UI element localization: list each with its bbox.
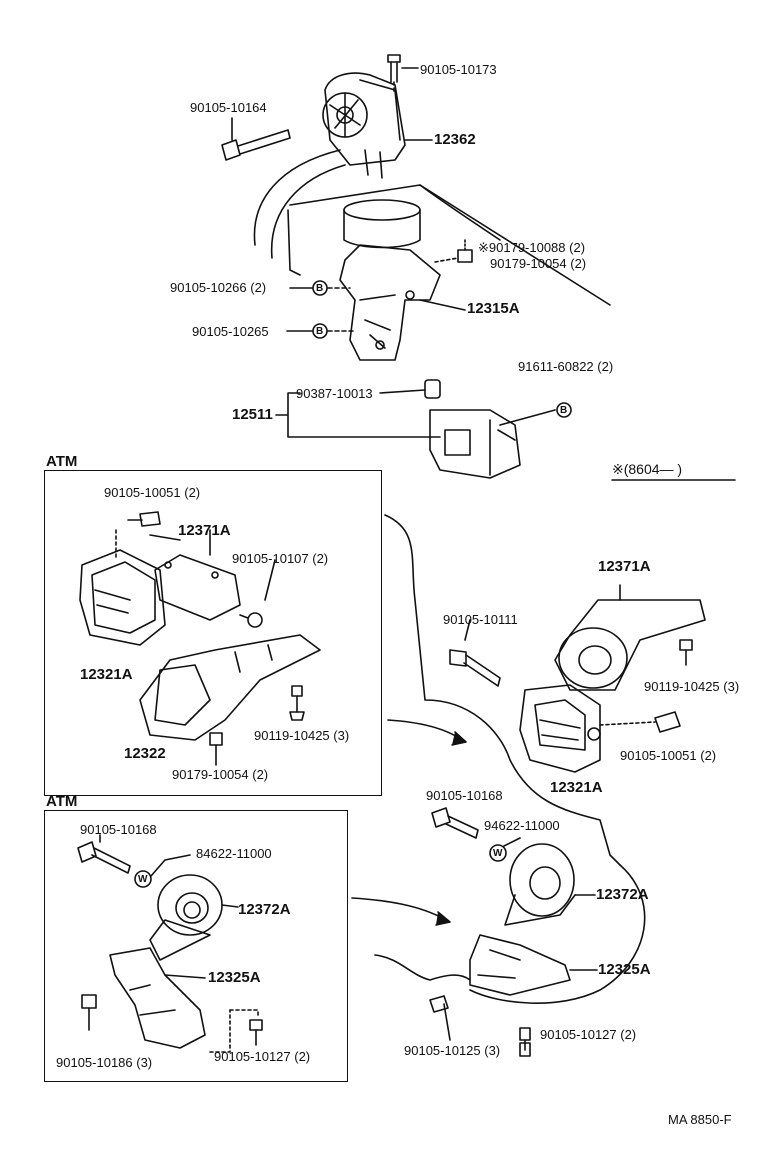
part-label: 12372A: [596, 886, 649, 903]
part-label: 12321A: [80, 666, 133, 683]
part-label: 12372A: [238, 901, 291, 918]
part-label: 90105-10168: [426, 788, 503, 803]
bolt-marker-letter: B: [560, 405, 568, 416]
part-label: 91611-60822 (2): [518, 359, 614, 374]
part-label: 90105-10168: [80, 822, 157, 837]
part-label: 90105-10125 (3): [404, 1043, 501, 1058]
part-label: 90105-10173: [420, 62, 497, 77]
bolt-marker-b2: [312, 323, 328, 339]
part-label: 12362: [434, 131, 476, 148]
bracket-12315A: [339, 244, 466, 361]
part-label: 90179-10054 (2): [172, 767, 269, 782]
part-label: 90119-10425 (3): [254, 728, 350, 743]
part-label: 90105-10111: [443, 612, 518, 627]
part-label: 90179-10054 (2): [490, 256, 587, 271]
part-label: 90105-10127 (2): [214, 1049, 311, 1064]
bolt-90105-10164: [221, 117, 291, 161]
part-label: 12371A: [598, 558, 651, 575]
washer-marker-letter: W: [138, 874, 148, 885]
atm-section-box-bottom: [44, 810, 348, 1082]
bolt-marker-letter: B: [316, 283, 324, 294]
part-label: 90119-10425 (3): [644, 679, 740, 694]
part-label: 84622-11000: [196, 846, 272, 861]
part-label: 12511: [232, 406, 273, 423]
part-label: 12322: [124, 745, 166, 762]
section-title-atm: ATM: [46, 793, 78, 810]
right-parts: [351, 514, 706, 1057]
bolt-marker-b3: [556, 402, 572, 418]
part-label: 90105-10164: [190, 100, 267, 115]
mount-12511: [379, 379, 556, 479]
part-label: 94622-11000: [484, 818, 560, 833]
diagram-code: MA 8850-F: [668, 1112, 732, 1127]
part-label: 90105-10051 (2): [620, 748, 717, 763]
section-title-atm: ATM: [46, 453, 78, 470]
part-label: 12321A: [550, 779, 603, 796]
bolt-marker-letter: B: [316, 326, 324, 337]
atm-section-box-top: [44, 470, 382, 796]
part-label: 12325A: [598, 961, 651, 978]
part-label: 90105-10051 (2): [104, 485, 201, 500]
production-date-note: ※(8604— ): [612, 461, 683, 477]
part-label: 90387-10013: [296, 386, 373, 401]
part-label: 12315A: [467, 300, 520, 317]
bolt-marker-b1: [312, 280, 328, 296]
part-label: ※90179-10088 (2): [478, 240, 586, 255]
atm-bottom-parts: [77, 834, 263, 1053]
washer-marker-letter: W: [493, 848, 503, 859]
atm-top-parts: [79, 511, 321, 766]
part-label: 12371A: [178, 522, 231, 539]
nut-90179: [434, 239, 473, 263]
part-label: 90105-10186 (3): [56, 1055, 153, 1070]
part-label: 90105-10266 (2): [170, 280, 267, 295]
part-label: 90105-10107 (2): [232, 551, 329, 566]
bracket-12362: [322, 72, 406, 179]
bolt-90105-10173: [387, 54, 419, 93]
engine-block-outline: [253, 149, 611, 306]
part-label: 90105-10265: [192, 324, 269, 339]
part-label: 90105-10127 (2): [540, 1027, 637, 1042]
part-label: 12325A: [208, 969, 261, 986]
